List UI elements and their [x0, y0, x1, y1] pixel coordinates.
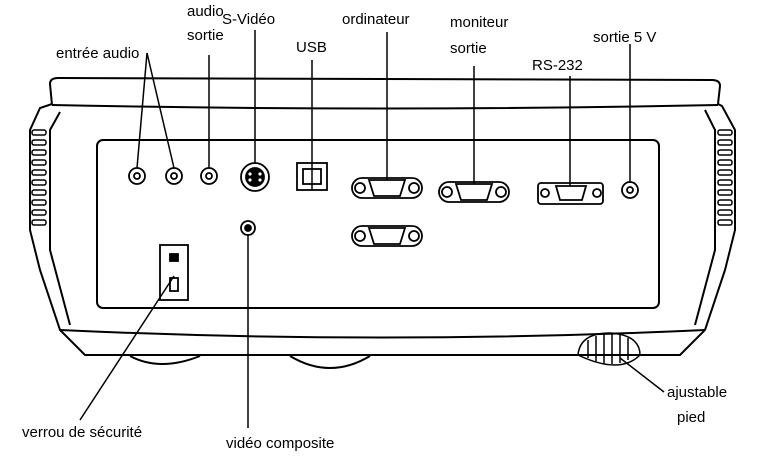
connector-panel [96, 139, 660, 309]
left-vent [31, 129, 47, 226]
security-lock-slot [159, 244, 189, 301]
audio-in-right-jack [165, 167, 183, 185]
power-5v-out-jack [621, 181, 639, 199]
usb-label: USB [296, 39, 327, 56]
audio-out-jack [200, 167, 218, 185]
computer-vga-port-1 [351, 177, 423, 199]
rs232-label: RS-232 [532, 57, 583, 74]
rs232-port [537, 182, 604, 205]
security-lock-label: verrou de sécurité [22, 424, 142, 441]
composite-video-jack [240, 220, 256, 236]
projector-body [29, 76, 736, 369]
leader-lines [79, 30, 665, 428]
adjustable-foot-label-1: ajustable [667, 384, 727, 401]
audio-out-label-1: audio [187, 3, 224, 20]
computer-vga-port-2 [351, 225, 423, 247]
s-video-label: S-Vidéo [222, 11, 275, 28]
computer-label: ordinateur [342, 11, 410, 28]
monitor-out-label-1: moniteur [450, 14, 508, 31]
monitor-out-label-2: sortie [450, 40, 487, 57]
audio-out-label-2: sortie [187, 27, 224, 44]
adjustable-foot-label-2: pied [677, 409, 705, 426]
audio-in-label: entrée audio [56, 45, 139, 62]
composite-video-label: vidéo composite [226, 435, 334, 452]
monitor-out-vga-port [438, 181, 510, 203]
power-5v-label: sortie 5 V [593, 29, 656, 46]
audio-in-left-jack [128, 167, 146, 185]
s-video-port [240, 162, 270, 192]
right-vent [717, 129, 733, 226]
adjustable-foot [577, 332, 641, 366]
